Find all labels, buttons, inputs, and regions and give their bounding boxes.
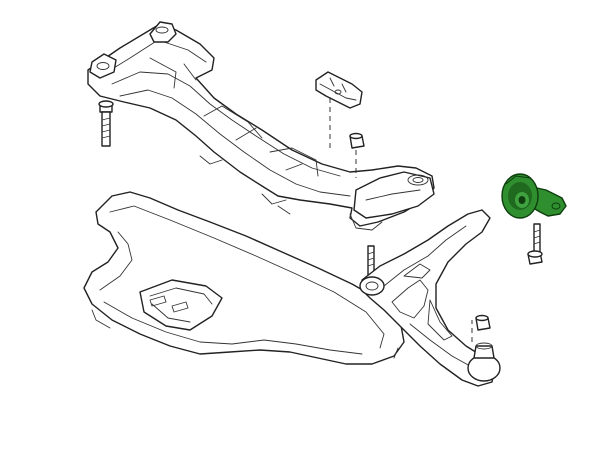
crossmember-bracket[interactable]	[315, 71, 363, 109]
subframe-mounting-bolt[interactable]	[98, 100, 114, 147]
underbody-shield-plate[interactable]	[83, 191, 405, 365]
bushing-bolt[interactable]	[527, 223, 543, 265]
front-control-arm[interactable]	[359, 209, 501, 387]
control-arm-bushing[interactable]	[501, 173, 567, 219]
front-subframe-crossmember[interactable]	[87, 21, 435, 231]
ball-joint-nut[interactable]	[475, 314, 491, 331]
crossmember-nut[interactable]	[349, 132, 365, 149]
